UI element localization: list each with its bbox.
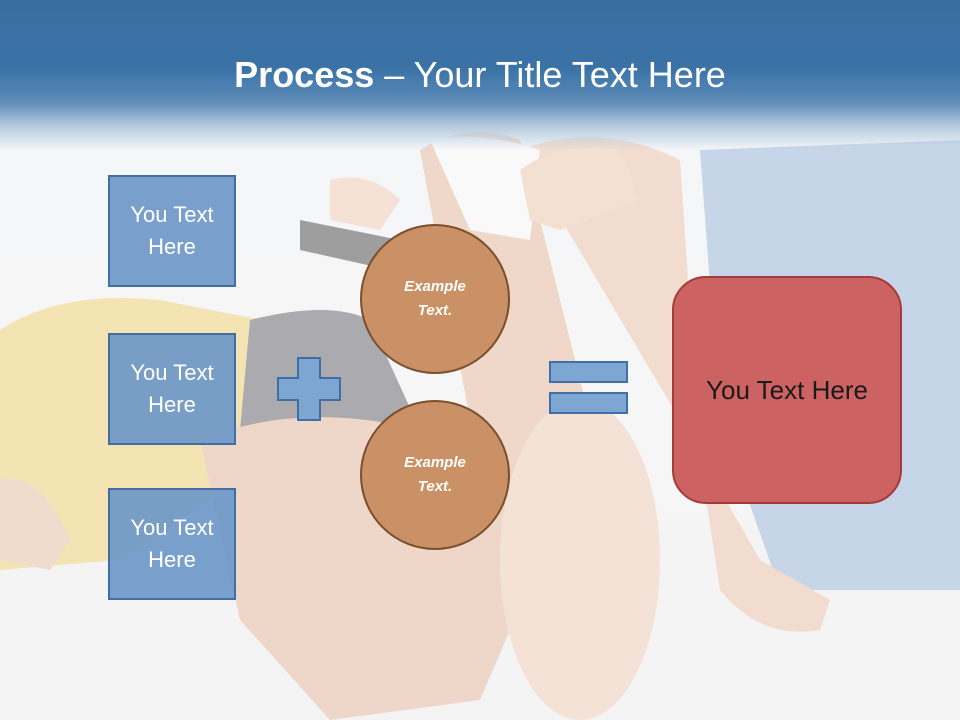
- equals-icon: [549, 361, 628, 414]
- example-circle-2[interactable]: Example Text.: [360, 400, 510, 550]
- text-box-1-label: You Text Here: [130, 202, 214, 259]
- text-box-1[interactable]: You Text Here: [108, 175, 236, 287]
- text-box-3-label: You Text Here: [130, 515, 214, 572]
- text-box-2-label: You Text Here: [130, 360, 214, 417]
- title-rest: – Your Title Text Here: [374, 54, 726, 95]
- slide-title: Process – Your Title Text Here: [0, 52, 960, 98]
- title-band: [0, 0, 960, 150]
- title-bold: Process: [234, 54, 375, 95]
- text-box-2[interactable]: You Text Here: [108, 333, 236, 445]
- text-box-3[interactable]: You Text Here: [108, 488, 236, 600]
- example-circle-1[interactable]: Example Text.: [360, 224, 510, 374]
- example-circle-1-label: Example Text.: [404, 278, 466, 319]
- example-circle-2-label: Example Text.: [404, 454, 466, 495]
- plus-icon: [277, 357, 341, 421]
- result-box-label: You Text Here: [706, 374, 868, 405]
- result-box[interactable]: You Text Here: [672, 276, 902, 504]
